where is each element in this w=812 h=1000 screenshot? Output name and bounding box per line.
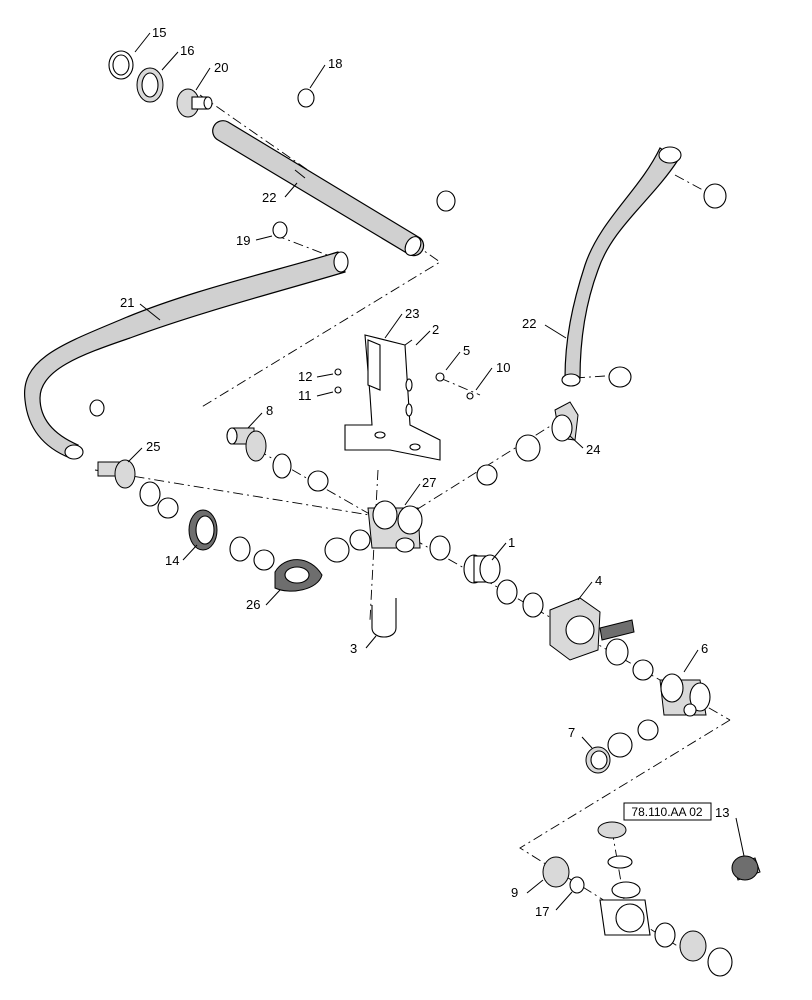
callout-8: 8: [266, 403, 273, 418]
lower-assembly: [542, 821, 761, 977]
callout-12: 12: [298, 369, 312, 384]
left-hose-21: [24, 251, 349, 460]
callout-11: 11: [298, 388, 312, 403]
clamp-4a: [605, 638, 629, 666]
callout-24: 24: [586, 442, 600, 457]
callout-13: 13: [715, 805, 729, 820]
washer-26b: [349, 529, 371, 551]
reference-box-frame: [623, 802, 712, 821]
hose-21-end-bottom: [64, 444, 84, 460]
hose-22-right-body: [564, 147, 679, 379]
clamp-left-hose: [89, 399, 105, 417]
callout-19: 19: [236, 233, 250, 248]
washer-5: [435, 372, 445, 382]
callout-22-upper: 22: [262, 190, 276, 205]
hose-21-end-top: [333, 251, 349, 273]
upper-fittings: [108, 50, 456, 239]
upper-hose-22: [212, 120, 425, 257]
callout-1: 1: [508, 535, 515, 550]
callout-2: 2: [432, 322, 439, 337]
centerline-left-branch: [94, 469, 401, 521]
mounting-bracket: [334, 334, 474, 461]
clamp-right-top: [703, 183, 727, 209]
clamp-1b: [496, 579, 518, 605]
washer-11: [334, 386, 342, 394]
washer-1c: [522, 592, 544, 618]
clamp-lower-top: [597, 821, 627, 839]
bolt-10: [466, 392, 474, 400]
hose-22-end: [404, 236, 422, 256]
clamp-6b: [607, 732, 633, 758]
bracket-2: [344, 334, 441, 461]
callout-22-right: 22: [522, 316, 536, 331]
callout-20: 20: [214, 60, 228, 75]
hose-22-right-bottom: [561, 373, 581, 387]
nut-12: [334, 368, 342, 376]
clamp-14a: [229, 536, 251, 562]
callout-9: 9: [511, 885, 518, 900]
callouts: 15 16 20 18 22 19 21 22 23 2 5 10 12 11 …: [120, 25, 745, 919]
callout-15: 15: [152, 25, 166, 40]
clamp-9: [542, 856, 570, 888]
clamp-1a: [429, 535, 451, 561]
washer-6a: [637, 719, 659, 741]
centerline-clamp-right: [574, 374, 621, 379]
hose-21-body: [24, 251, 346, 459]
clamp-right: [515, 434, 541, 462]
clamp-25a: [139, 481, 161, 507]
clamp-18: [297, 88, 315, 108]
callout-10: 10: [496, 360, 510, 375]
reference-box-label: 78.110.AA 02: [631, 805, 703, 819]
washer-4b: [632, 659, 654, 681]
u-bolt-23: [367, 339, 381, 391]
callout-18: 18: [328, 56, 342, 71]
callout-4: 4: [595, 573, 602, 588]
callout-23: 23: [405, 306, 419, 321]
valve-line-fittings: [97, 427, 711, 774]
washer-8b: [307, 470, 329, 492]
reference-box[interactable]: 78.110.AA 02: [623, 802, 712, 821]
callout-14: 14: [165, 553, 179, 568]
callout-5: 5: [463, 343, 470, 358]
callout-6: 6: [701, 641, 708, 656]
oring-17: [569, 876, 585, 894]
clamp-26a: [324, 537, 350, 563]
u-bolt-3: [371, 598, 397, 638]
callout-25: 25: [146, 439, 160, 454]
clamp-19: [272, 221, 288, 239]
callout-27: 27: [422, 475, 436, 490]
washer-25b: [157, 497, 179, 519]
callout-7: 7: [568, 725, 575, 740]
callout-17: 17: [535, 904, 549, 919]
washer-14b: [253, 549, 275, 571]
callout-3: 3: [350, 641, 357, 656]
clamp-hose-22-end: [436, 190, 456, 212]
clamp-8a: [272, 453, 292, 479]
washer-right: [476, 464, 498, 486]
clamp-right-bottom: [608, 366, 632, 388]
callout-26: 26: [246, 597, 260, 612]
hose-22-right-top: [658, 146, 682, 164]
centerline-nut: [439, 377, 481, 396]
callout-21: 21: [120, 295, 134, 310]
right-hose-22: [551, 146, 727, 442]
callout-16: 16: [180, 43, 194, 58]
hose-22-body: [212, 120, 425, 257]
valve-4-handle: [599, 619, 635, 641]
